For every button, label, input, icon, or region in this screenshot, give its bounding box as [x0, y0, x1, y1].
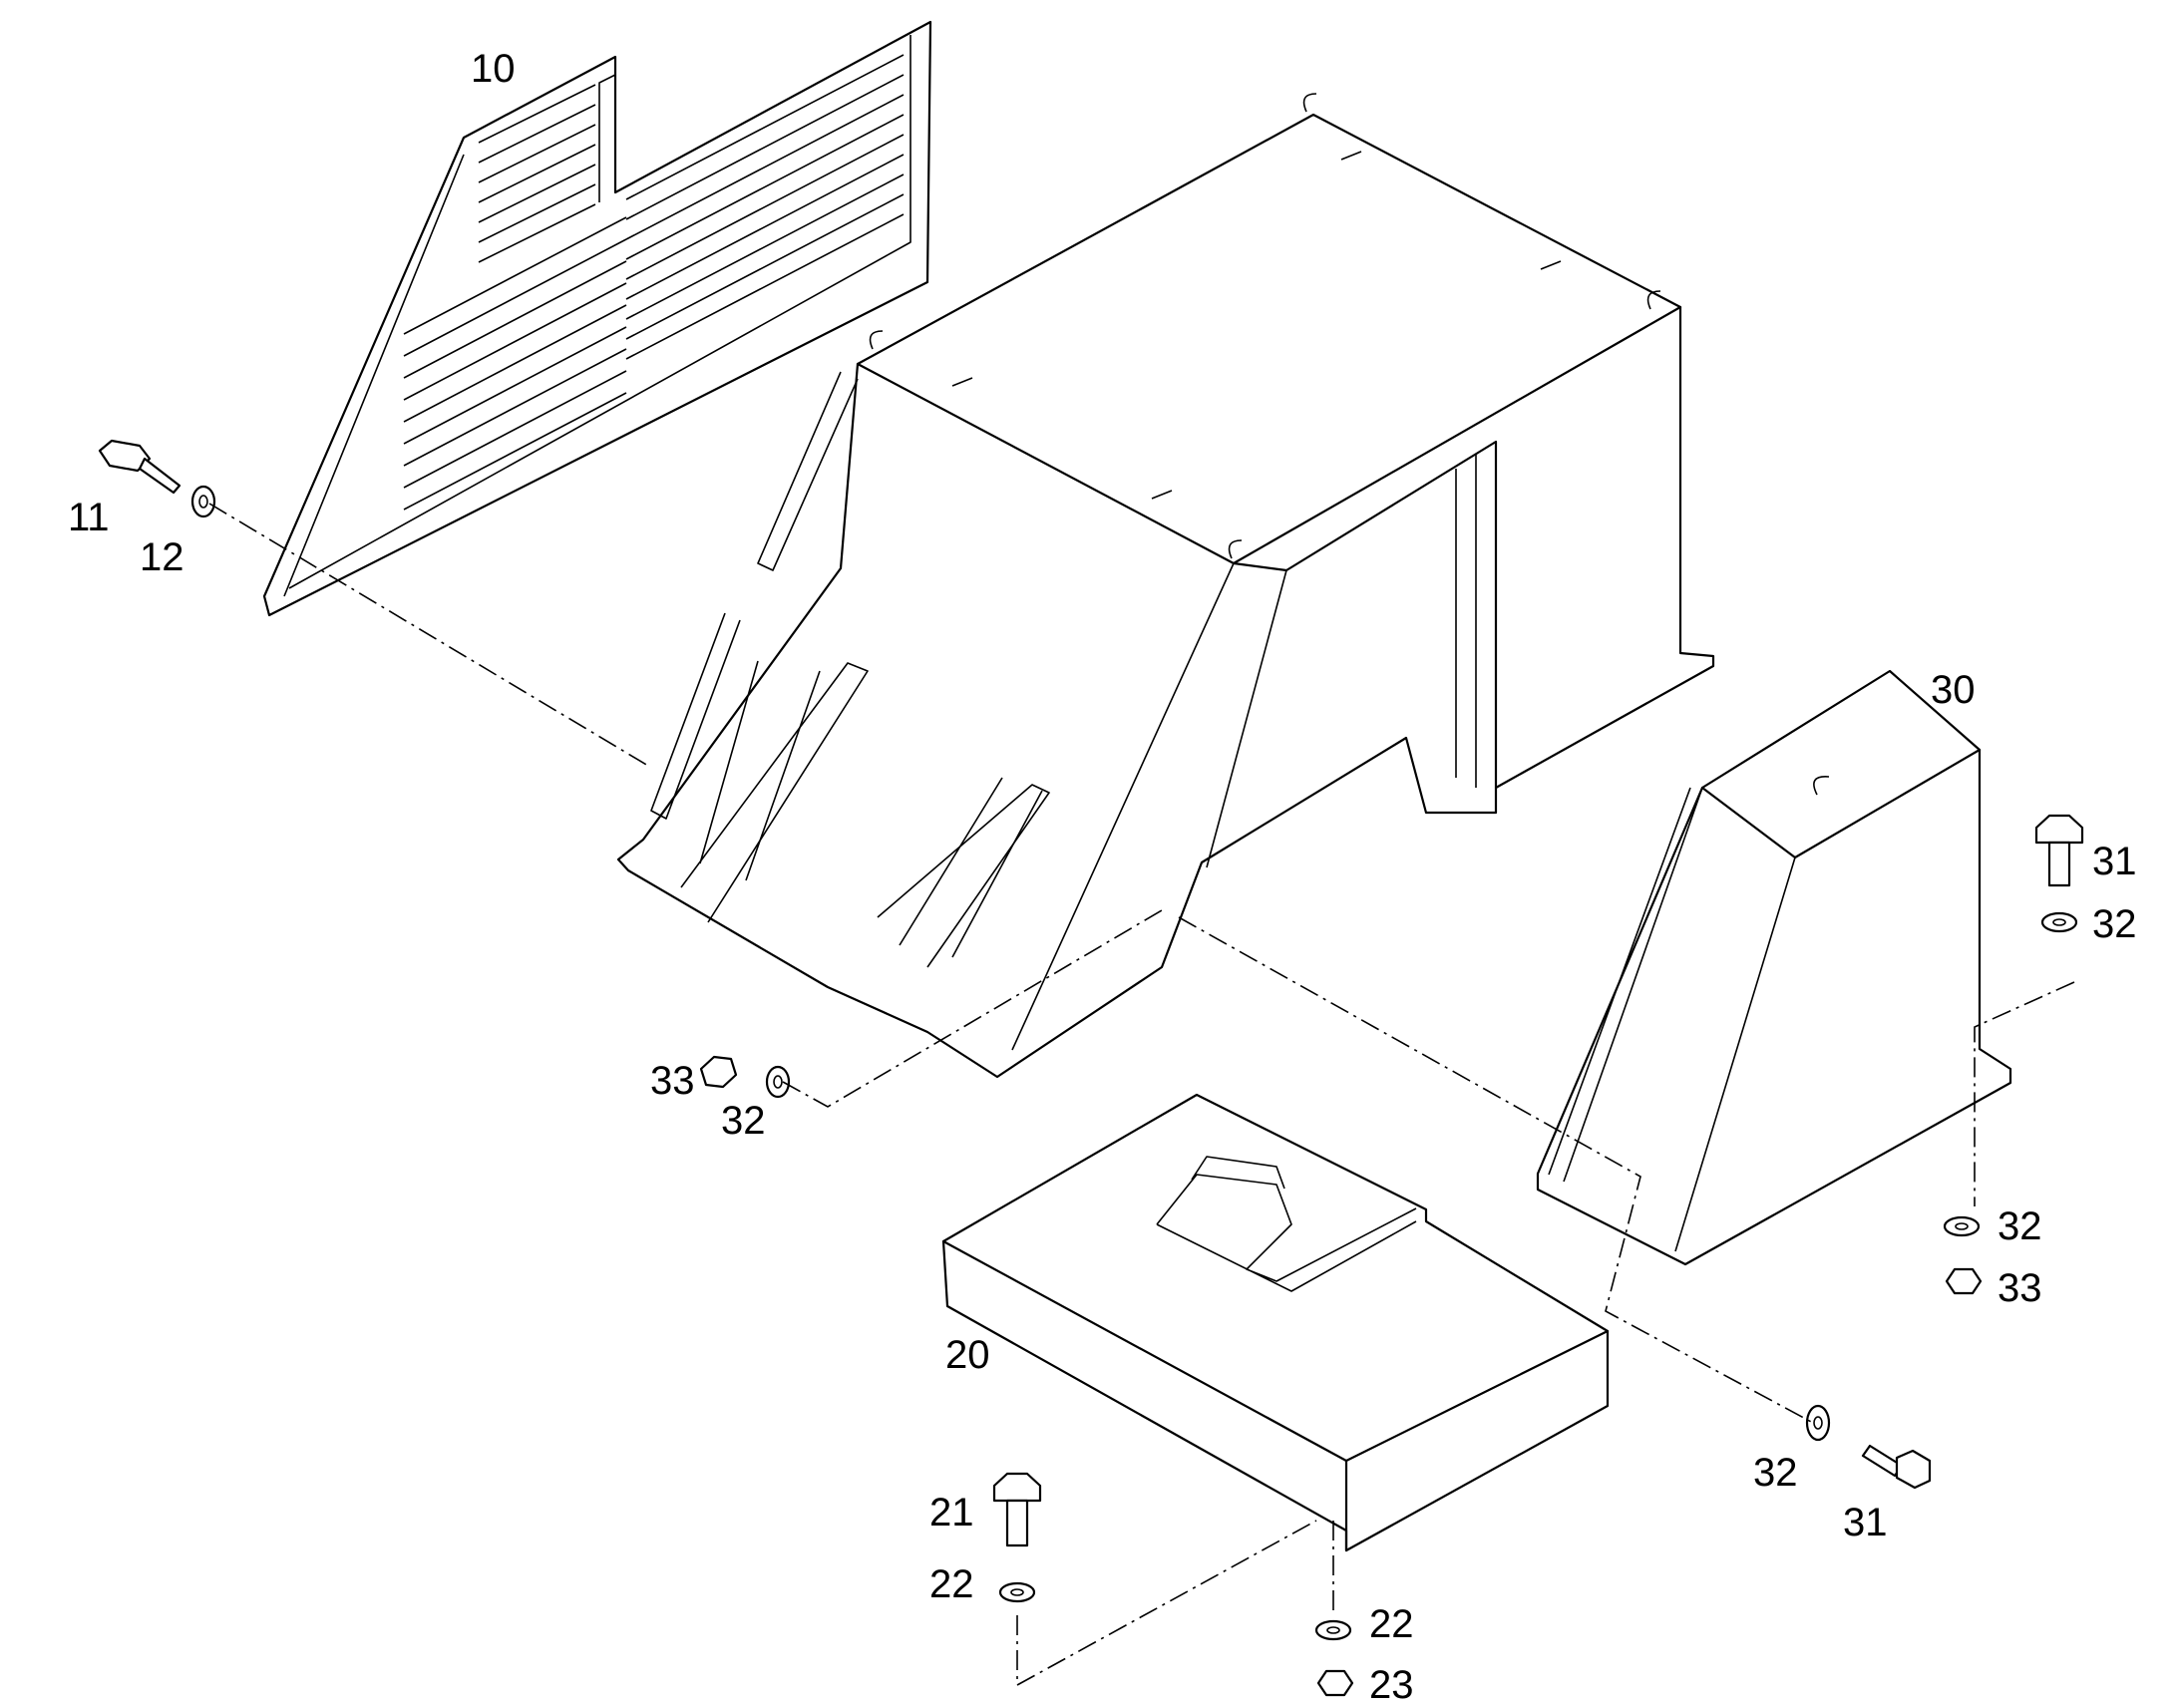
part-30-side-hood [1536, 669, 2012, 1266]
part-10-louvre-panel [262, 20, 932, 617]
hardware-bolt-31-top [2034, 814, 2084, 887]
louvre-slats [403, 54, 905, 511]
callout-22-left: 22 [929, 1562, 974, 1606]
hardware-washer-32-top [2040, 911, 2078, 933]
callout-32-bottom-right: 32 [1753, 1451, 1798, 1495]
callout-30: 30 [1931, 668, 1976, 712]
main-housing [616, 93, 1715, 1079]
callout-10: 10 [471, 47, 516, 91]
callout-32-left: 32 [721, 1099, 766, 1143]
callout-31-top: 31 [2092, 840, 2137, 883]
callout-21: 21 [929, 1491, 974, 1535]
hardware-bolt-21 [992, 1472, 1042, 1547]
callout-22-right: 22 [1369, 1602, 1414, 1646]
part-20-bottom-plate [941, 1093, 1610, 1552]
callout-33-right: 33 [1998, 1266, 2042, 1310]
callout-32-top: 32 [2092, 902, 2137, 946]
hardware-bolt-11 [98, 439, 182, 495]
hardware-nut-33-right [1945, 1267, 1983, 1295]
callout-23: 23 [1369, 1663, 1414, 1707]
hardware-washer-32-bottom-right [1805, 1404, 1831, 1442]
hardware-washer-32-left [765, 1065, 791, 1099]
callout-11: 11 [68, 496, 110, 539]
callout-31-bottom-right: 31 [1843, 1501, 1888, 1544]
hardware-washer-12 [190, 485, 216, 518]
housing-bolt-holes [869, 93, 1661, 559]
hardware-washer-22-right [1314, 1619, 1352, 1641]
callout-labels: 10 11 12 30 31 32 33 32 32 33 20 32 31 2… [68, 47, 2137, 1707]
callout-33-left: 33 [650, 1059, 695, 1103]
hardware-washer-22-left [998, 1581, 1036, 1603]
assembly-center-lines [208, 503, 2075, 1687]
callout-12: 12 [140, 535, 184, 579]
hardware-nut-23 [1316, 1669, 1354, 1697]
hardware-nut-33-left [699, 1055, 738, 1089]
hardware-washer-32-right-lower [1943, 1215, 1981, 1237]
callout-32-right: 32 [1998, 1204, 2042, 1248]
hardware-bolt-31-bottom-right [1861, 1444, 1932, 1490]
callout-20: 20 [945, 1333, 990, 1377]
